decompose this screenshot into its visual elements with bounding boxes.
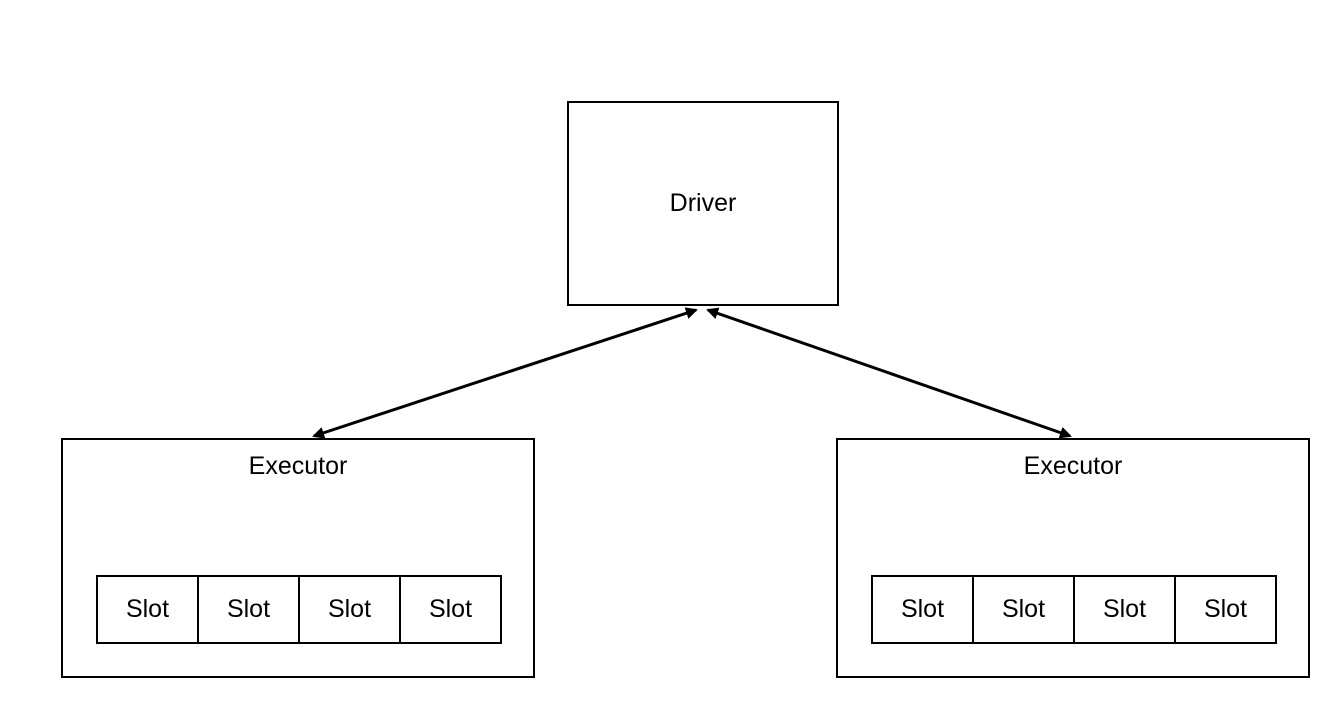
slot: Slot <box>974 577 1075 642</box>
slot: Slot <box>401 577 500 642</box>
slot: Slot <box>1176 577 1275 642</box>
driver-box: Driver <box>567 101 839 306</box>
arrow-driver-executor-left <box>312 307 698 439</box>
executor-left-slot-row: Slot Slot Slot Slot <box>96 575 502 644</box>
slot: Slot <box>1075 577 1176 642</box>
slot-label: Slot <box>327 595 372 623</box>
slot-label: Slot <box>125 595 170 623</box>
slot-label: Slot <box>1102 595 1147 623</box>
slot-label: Slot <box>226 595 271 623</box>
executor-right-box: Executor Slot Slot Slot Slot <box>836 438 1310 678</box>
slot-label: Slot <box>1203 595 1248 623</box>
executor-left-label: Executor <box>248 452 348 480</box>
slot: Slot <box>873 577 974 642</box>
slot: Slot <box>300 577 401 642</box>
executor-left-box: Executor Slot Slot Slot Slot <box>61 438 535 678</box>
driver-label: Driver <box>669 189 737 217</box>
executor-right-slot-row: Slot Slot Slot Slot <box>871 575 1277 644</box>
arrow-driver-executor-right <box>706 307 1072 439</box>
slot-label: Slot <box>428 595 473 623</box>
slot: Slot <box>98 577 199 642</box>
executor-right-label: Executor <box>1023 452 1123 480</box>
slot-label: Slot <box>1001 595 1046 623</box>
slot: Slot <box>199 577 300 642</box>
slot-label: Slot <box>900 595 945 623</box>
